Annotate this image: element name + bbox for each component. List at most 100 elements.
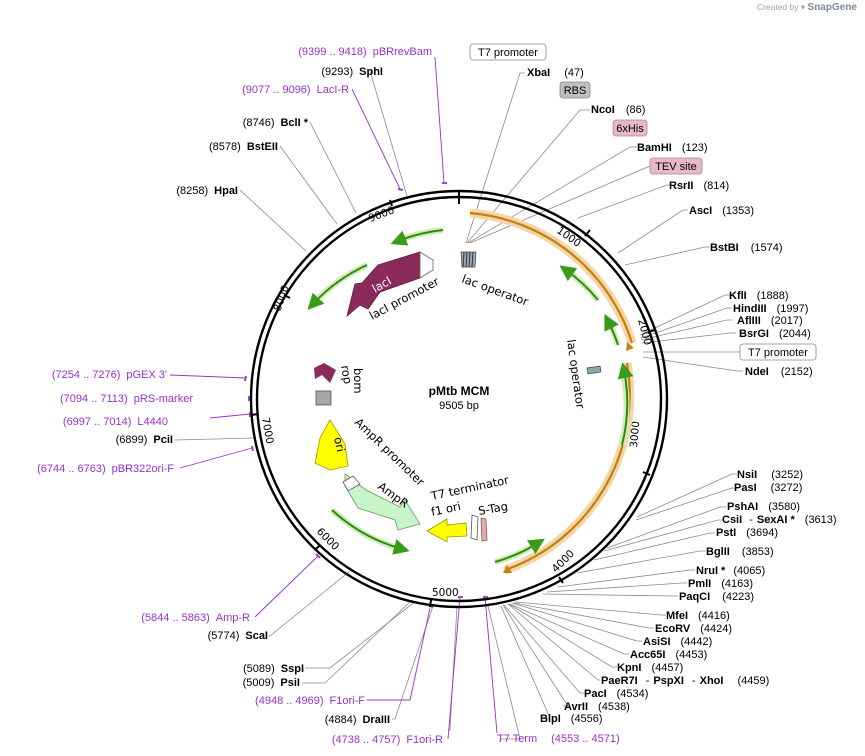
site-PasI: PasI(3272): [734, 482, 802, 494]
site-NruI: NruI *(4065): [696, 565, 765, 577]
primer-pGEX3: (7254 .. 7276)pGEX 3': [52, 369, 167, 381]
site-BclI: (8746)BclI *: [243, 117, 309, 129]
primer-lines: [169, 56, 498, 740]
tick-6000: 6000: [314, 526, 341, 553]
site-BglII: BglII(3853): [706, 546, 774, 558]
snapgene-logo-icon: ▾: [800, 2, 806, 12]
credit-prefix: Created by: [756, 2, 799, 12]
site-KflI: KflI(1888): [729, 290, 789, 302]
backbone-outer: [249, 189, 669, 609]
primer-LacI-R: (9077 .. 9096)LacI-R: [242, 84, 349, 96]
ori-feature: [314, 419, 349, 471]
site-HpaI: (8258)HpaI: [176, 185, 238, 197]
snapgene-credit: Created by ▾ SnapGene: [757, 2, 857, 13]
S-Tag-feature: [480, 517, 488, 542]
primer-Amp-R: (5844 .. 5863)Amp-R: [141, 612, 250, 624]
lacI-promoter-feature: [419, 251, 434, 279]
site-NdeI: NdeI(2152): [745, 366, 813, 378]
t7-promoter-right-label: T7 promoter: [748, 347, 808, 359]
tick-5000: 5000: [432, 587, 459, 599]
rop-label: rop: [338, 364, 355, 385]
lac-operator-right-feature: [586, 365, 602, 375]
rbs-box: [559, 81, 591, 99]
site-NcoI: NcoI(86): [591, 104, 645, 116]
T7-terminator-label: T7 terminator: [429, 473, 511, 503]
rbs-label: RBS: [564, 85, 587, 97]
site-PmlI: PmlI(4163): [688, 578, 753, 590]
site-BstEII: (8578)BstEII: [209, 141, 278, 153]
credit-brand: SnapGene: [807, 2, 857, 13]
green-arrows: [307, 229, 634, 563]
right-site-labels: XbaI(47) NcoI(86) BamHI(123) RsrII(814) …: [527, 67, 837, 725]
site-AflIII: AflIII(2017): [737, 315, 803, 327]
site-AscI: AscI(1353): [689, 205, 754, 217]
tick-9000: 9000: [367, 204, 396, 224]
site-HindIII: HindIII(1997): [733, 303, 808, 315]
T7-terminator-feature: [470, 514, 479, 541]
his-tag-box: [612, 119, 648, 137]
t7-promoter-top-box: [469, 43, 547, 61]
site-PsiI: (5009)PsiI: [243, 677, 300, 689]
ori-label: ori: [331, 436, 348, 454]
site-BamHI: BamHI(123): [637, 142, 708, 154]
site-KpnI: KpnI(4457): [617, 662, 683, 674]
site-DraIII: (4884)DraIII: [325, 714, 390, 726]
orange-orf-head-bottom: [503, 565, 512, 573]
lac-operator-top-label: lac operator: [460, 272, 531, 309]
tick-2000: 2000: [635, 318, 654, 347]
primer-F1ori-F: (4948 .. 4969)F1ori-F: [255, 695, 365, 707]
site-PstI: PstI(3694): [716, 527, 778, 539]
primer-pBRrevBam: (9399 .. 9418)pBRrevBam: [298, 46, 432, 58]
bom-label: bom: [351, 368, 365, 394]
site-ScaI: (5774)ScaI: [208, 630, 268, 642]
t7-promoter-right-box: [739, 343, 817, 361]
tick-7000: 7000: [259, 416, 275, 444]
plasmid-name: pMtb MCM: [429, 384, 490, 398]
site-AvrII: AvrII(4538): [564, 701, 630, 713]
site-AsiSI: AsiSI(4442): [643, 636, 712, 648]
site-MfeI: MfeI(4416): [666, 610, 730, 622]
bom-feature: [315, 390, 332, 406]
lacI-feature: [346, 251, 421, 318]
AmpR-promoter-label: AmpR promoter: [352, 415, 428, 489]
his-tag-label: 6xHis: [616, 123, 644, 135]
AmpR-feature: [344, 473, 421, 531]
orange-orf-top: [469, 211, 634, 344]
site-XbaI: XbaI(47): [527, 67, 584, 79]
primer-labels: (9399 .. 9418)pBRrevBam (9077 .. 9096)La…: [37, 46, 620, 746]
site-SspI: (5089)SspI: [243, 663, 304, 675]
tick-marks: [250, 192, 656, 608]
primer-pRS-marker: (7094 .. 7113)pRS-marker: [60, 393, 193, 405]
site-SphI: (9293)SphI: [321, 66, 383, 78]
primer-pBR322ori-F: (6744 .. 6763)pBR322ori-F: [37, 463, 174, 475]
lac-operator-top-hatch: [462, 251, 474, 268]
f1-ori-label: f1 ori: [430, 499, 462, 519]
site-BlpI: BlpI(4556): [540, 713, 603, 725]
orange-orf-bottom: [504, 362, 631, 572]
site-CsiI: CsiI-SexAI *(3613): [722, 514, 837, 526]
site-RsrII: RsrII(814): [669, 180, 729, 192]
site-Acc65I: Acc65I(4453): [630, 649, 707, 661]
site-BsrGI: BsrGI(2044): [739, 328, 811, 340]
tick-3000: 3000: [628, 421, 642, 449]
site-PshAI: PshAI(3580): [727, 501, 800, 513]
AmpR-promoter-feature: [342, 475, 361, 492]
S-Tag-label: S-Tag: [477, 499, 509, 518]
site-EcoRV: EcoRV(4424): [655, 623, 732, 635]
site-BstBI: BstBI(1574): [710, 242, 783, 254]
lac-operator-right-label: lac operator: [564, 338, 588, 409]
plasmid-size: 9505 bp: [439, 400, 479, 412]
left-site-labels: (9293)SphI (8746)BclI * (8578)BstEII (82…: [116, 66, 390, 726]
orange-orf-head-top: [626, 342, 634, 351]
primer-T7-Term: T7 Term(4553 .. 4571): [497, 733, 620, 745]
site-PacI: PacI(4534): [584, 688, 648, 700]
leader-lines: [174, 70, 743, 740]
site-PaqCI: PaqCI(4223): [679, 591, 754, 603]
site-PaeR7I: PaeR7I-PspXI-XhoI(4459): [601, 675, 769, 687]
tev-site-box: [649, 157, 703, 175]
tev-site-label: TEV site: [655, 161, 697, 173]
site-NsiI: NsiI(3252): [737, 469, 803, 481]
rop-feature: [314, 363, 336, 383]
f1-ori-feature: [426, 518, 468, 543]
